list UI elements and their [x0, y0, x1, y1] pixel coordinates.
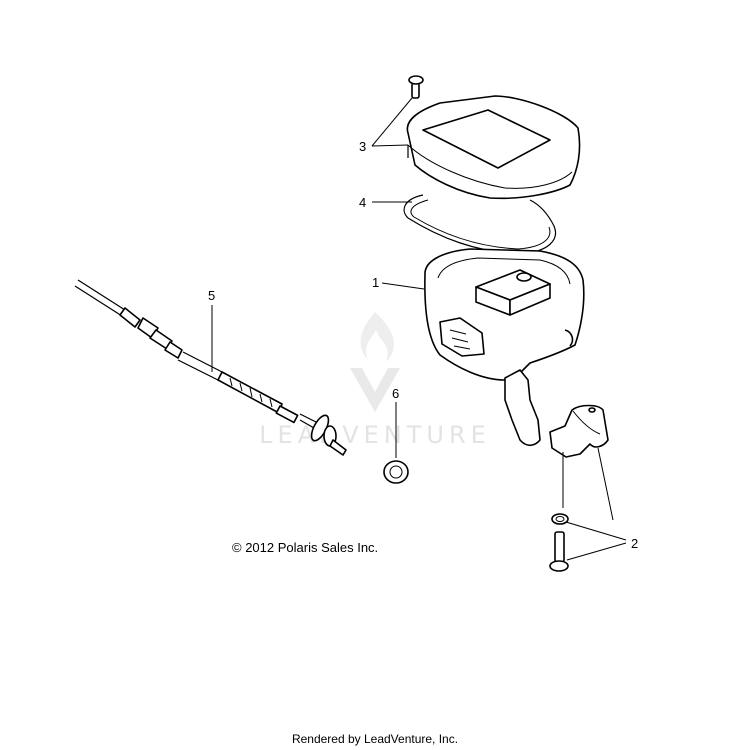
part-3-cover: [406, 95, 581, 200]
part-6-oring: [383, 460, 409, 484]
part-4-gasket-inner: [410, 199, 551, 250]
callout-6: 6: [392, 386, 399, 401]
callout-1: 1: [372, 275, 379, 290]
copyright-notice: © 2012 Polaris Sales Inc.: [232, 540, 379, 555]
footer-attribution: Rendered by LeadVenture, Inc.: [291, 732, 459, 746]
watermark-text: LEADVENTURE: [259, 421, 491, 449]
part-1-housing: [424, 248, 585, 447]
callout-2: 2: [631, 536, 638, 551]
part-5-cable: [74, 279, 347, 456]
leader-lines: [211, 97, 627, 561]
callout-3: 3: [359, 139, 366, 154]
part-2-bolt: [549, 531, 569, 572]
part-2-washer: [551, 513, 569, 525]
part-2-clamp: [549, 404, 614, 521]
callout-4: 4: [359, 195, 366, 210]
watermark-logo: LEADVENTURE: [259, 312, 491, 449]
callout-5: 5: [208, 288, 215, 303]
part-3-bolt: [408, 75, 424, 99]
